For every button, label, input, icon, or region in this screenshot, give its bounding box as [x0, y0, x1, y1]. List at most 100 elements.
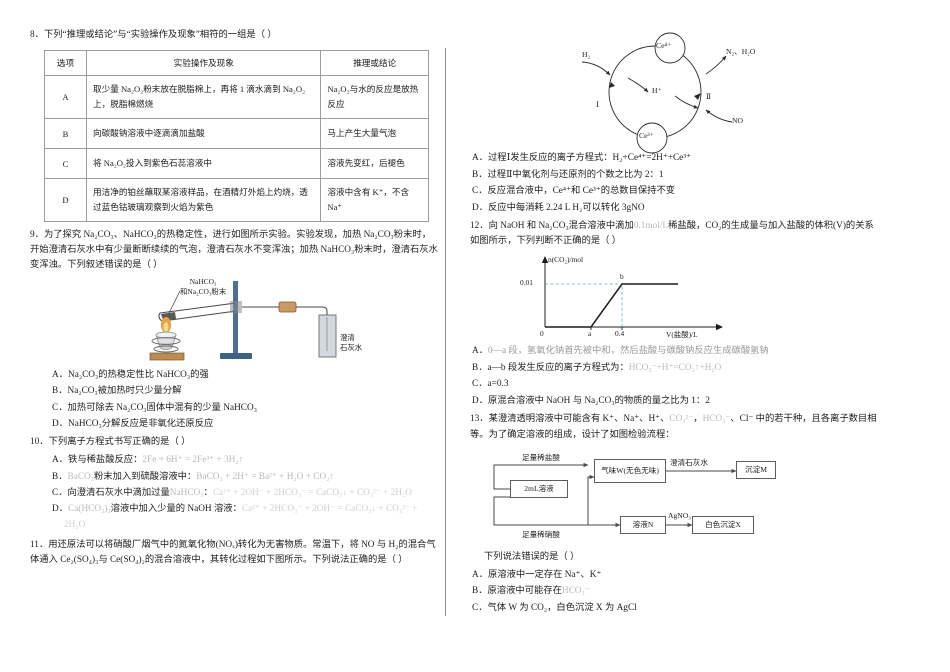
- option-letter: B．: [472, 362, 488, 373]
- apparatus-diagram: [149, 281, 337, 361]
- question-13-flowchart: 2mL溶液 气味W(无色无味) 沉淀M 溶液N 白色沉淀X 足量稀盐酸 足量稀硝…: [470, 447, 880, 547]
- question-12-stem-part1: 向 NaOH 和 Na₂CO₃混合溶液中滴加: [488, 221, 634, 232]
- option-letter: D．: [52, 504, 69, 515]
- chart-y-axis-label: n(CO₂)/mol: [548, 255, 584, 265]
- question-11-cycle-figure: Ce⁴⁺ Ce³⁺ H⁺ H₂ N₂、H₂O NO Ⅰ Ⅱ: [470, 30, 880, 154]
- question-13-stem-sep: ，: [693, 414, 703, 425]
- chart-x-tick-0: 0: [540, 329, 544, 339]
- row-option-letter: A: [43, 75, 88, 120]
- figure-label-limewater: 澄清 石灰水: [340, 333, 363, 352]
- question-8-stem: 下列“推理或结论”与“实验操作及现象”相符的一组是（ ）: [43, 30, 277, 40]
- row-conclusion: 溶液中含有 K⁺，不含 Na⁺: [320, 178, 429, 223]
- option-equation: Ca²⁺ + 2OH⁻ + 2HCO₃⁻ = CaCO₃↓ + CO₃²⁻ + …: [212, 487, 413, 498]
- question-13: 13．某澄清透明溶液中可能含有 K⁺、Na⁺、H⁺、CO₃²⁻，HCO₃⁻、Cl…: [470, 412, 880, 442]
- option-text: 铁与稀盐酸反应：: [68, 455, 143, 466]
- question-13-option-a[interactable]: A．原溶液中一定存在 Na⁺、K⁺: [470, 567, 880, 584]
- right-column: Ce⁴⁺ Ce³⁺ H⁺ H₂ N₂、H₂O NO Ⅰ Ⅱ A．过程Ⅰ发生反应的…: [470, 28, 880, 616]
- row-operation: 将 Na₂O₂投入到紫色石蕊溶液中: [86, 148, 322, 180]
- option-formula: Ca(HCO₃)₂: [68, 504, 111, 515]
- question-12: 12．向 NaOH 和 Na₂CO₃混合溶液中滴加0.1mol/L稀盐酸，CO₂…: [470, 219, 880, 249]
- option-letter: B．: [472, 586, 488, 597]
- table-row: C 将 Na₂O₂投入到紫色石蕊溶液中 溶液先变红，后褪色: [43, 148, 429, 180]
- table-row: D 用洁净的铂丝蘸取某溶液样品，在酒精灯外焰上灼烧，透过蓝色钴玻璃观察到火焰为紫…: [43, 178, 429, 223]
- column-divider: [445, 48, 446, 616]
- table-header-row: 选项 实验操作及现象 推理或结论: [43, 50, 429, 77]
- row-operation: 取少量 Na₂O₂粉末放在脱脂棉上，再将 1 滴水滴到 Na₂O₂上，脱脂棉燃烧: [86, 75, 322, 120]
- left-column: 8．下列“推理或结论”与“实验操作及现象”相符的一组是（ ） 选项 实验操作及现…: [30, 28, 440, 570]
- option-sep: ：: [203, 487, 213, 498]
- question-13-stem-part1: 某澄清透明溶液中可能含有 K⁺、Na⁺、H⁺、: [488, 414, 670, 425]
- question-12-option-b[interactable]: B．a—b 段发生反应的离子方程式为：HCO₃⁻+H⁺=CO₂↑+H₂O: [470, 360, 880, 377]
- question-13-option-b[interactable]: B．原溶液中可能存在HCO₃⁻: [470, 583, 880, 600]
- flow-label-agno3: AgNO₃: [668, 510, 691, 520]
- question-9-apparatus-figure: NaHCO₃ 和Na₂CO₃粉末 澄清 石灰水: [30, 277, 440, 365]
- option-letter: D．: [472, 395, 489, 406]
- chart-x-tick-0.4: 0.4: [615, 329, 625, 339]
- question-13-ion-bicarbonate: HCO₃⁻: [702, 414, 731, 425]
- question-11-stem: 用还原法可以将硝酸厂烟气中的氮氧化物(NOₓ)转化为无害物质。常温下，将 NO …: [30, 539, 436, 565]
- cycle-inlet-no: NO: [732, 116, 743, 125]
- question-12-option-a[interactable]: A．0—a 段，氢氧化钠首先被中和，然后盐酸与碳酸钠反应生成碳酸氢钠: [470, 343, 880, 360]
- question-11: 11．用还原法可以将硝酸厂烟气中的氮氧化物(NOₓ)转化为无害物质。常温下，将 …: [30, 538, 440, 568]
- question-8: 8．下列“推理或结论”与“实验操作及现象”相符的一组是（ ）: [30, 28, 440, 43]
- question-11-option-b[interactable]: B．过程Ⅱ中氧化剂与还原剂的个数之比为 2：1: [472, 169, 664, 180]
- cycle-process-1-label: Ⅰ: [596, 100, 599, 109]
- question-10: 10．下列离子方程式书写正确的是（ ）: [30, 435, 440, 450]
- question-11-option-d[interactable]: D．反应中每消耗 2.24 L H₂可以转化 3gNO: [472, 202, 645, 213]
- cerium-cycle-diagram: [581, 32, 733, 154]
- cycle-node-proton: H⁺: [652, 86, 662, 95]
- flow-box-precipitate-x: 白色沉淀X: [692, 515, 754, 534]
- question-12-number: 12．: [470, 221, 489, 232]
- flow-box-sample: 2mL溶液: [510, 479, 568, 498]
- option-letter: B．: [52, 471, 68, 482]
- question-10-option-b[interactable]: B．BaCO₃粉末加入到硫酸溶液中：BaCO₃ + 2H⁺ = Ba²⁺ + H…: [30, 469, 440, 485]
- option-letter: A．: [472, 346, 489, 357]
- question-11-option-a[interactable]: A．过程Ⅰ发生反应的离子方程式：H₂+Ce⁴⁺=2H⁺+Ce³⁺: [472, 153, 691, 163]
- row-operation: 向碳酸钠溶液中逐滴滴加盐酸: [86, 118, 322, 150]
- question-10-stem: 下列离子方程式书写正确的是（ ）: [48, 437, 191, 448]
- option-text: 向澄清石灰水中滴加过量: [67, 487, 170, 498]
- question-10-option-c[interactable]: C．向澄清石灰水中滴加过量NaHCO₃：Ca²⁺ + 2OH⁻ + 2HCO₃⁻…: [30, 485, 440, 501]
- question-9-option-b[interactable]: B．Na₂CO₃被加热时只少量分解: [52, 386, 182, 397]
- row-conclusion: 马上产生大量气泡: [320, 118, 429, 150]
- flow-label-limewater: 澄清石灰水: [670, 457, 708, 467]
- question-9-option-d[interactable]: D．NaHCO₃分解反应是非氧化还原反应: [52, 418, 214, 429]
- option-text: 气体 W 为 CO₂，白色沉淀 X 为 AgCl: [487, 602, 637, 613]
- option-equation: BaCO₃ + 2H⁺ = Ba²⁺ + H₂O + CO₂↑: [196, 471, 335, 482]
- row-option-letter: C: [43, 148, 88, 180]
- question-13-intro: 下列说法错误的是（ ）: [484, 551, 580, 562]
- question-12-option-c[interactable]: C．a=0.3: [470, 376, 880, 393]
- option-text: a=0.3: [487, 379, 509, 390]
- table-header-conclusion: 推理或结论: [320, 50, 429, 77]
- question-8-number: 8．: [30, 30, 44, 40]
- flow-box-gas-w: 气味W(无色无味): [594, 458, 666, 483]
- question-9-number: 9．: [30, 230, 44, 241]
- option-letter: C．: [472, 379, 488, 390]
- chart-x-tick-a: a: [588, 329, 592, 339]
- option-text: 溶液中加入少量的 NaOH 溶液：: [110, 504, 242, 515]
- question-13-stem-part2: 、Cl⁻ 中的若干种，且各离子数目相等。为了确定溶液的组成，设计了如图检验流程：: [470, 414, 877, 440]
- option-text: 原溶液中一定存在 Na⁺、K⁺: [488, 569, 602, 580]
- question-13-option-c[interactable]: C．气体 W 为 CO₂，白色沉淀 X 为 AgCl: [470, 600, 880, 617]
- question-12-option-d[interactable]: D．原混合溶液中 NaOH 与 Na₂CO₃的物质的量之比为 1：2: [470, 393, 880, 410]
- chart-x-axis-label: V(盐酸)/L: [666, 330, 698, 340]
- cycle-inlet-h2: H₂: [582, 50, 591, 59]
- chart-point-label-b: b: [620, 272, 624, 282]
- figure-label-sample: NaHCO₃ 和Na₂CO₃粉末: [180, 277, 227, 296]
- cycle-node-ce3: Ce³⁺: [639, 131, 654, 140]
- row-option-letter: D: [43, 178, 88, 223]
- option-text: 原溶液中可能存在: [487, 586, 562, 597]
- row-conclusion: 溶液先变红，后褪色: [320, 148, 429, 180]
- option-formula: BaCO₃: [67, 471, 94, 482]
- question-10-option-a[interactable]: A．铁与稀盐酸反应：2Fe + 6H⁺ = 2Fe³⁺ + 3H₂↑: [30, 452, 440, 468]
- question-10-option-d[interactable]: D．Ca(HCO₃)₂溶液中加入少量的 NaOH 溶液：Ca²⁺ + 2HCO₃…: [30, 501, 440, 534]
- question-11-option-c[interactable]: C．反应混合液中，Ce⁴⁺和 Ce³⁺的总数目保持不变: [472, 186, 676, 197]
- question-12-chart: n(CO₂)/mol 0.01 0 a 0.4 V(盐酸)/L b: [470, 253, 880, 341]
- option-letter: C．: [52, 487, 68, 498]
- question-9-option-c[interactable]: C．加热可除去 Na₂CO₃固体中混有的少量 NaHCO₃: [52, 402, 257, 413]
- option-letter: A．: [472, 569, 489, 580]
- question-9-option-a[interactable]: A．Na₂CO₃的热稳定性比 NaHCO₃的强: [52, 370, 209, 381]
- question-12-stem-concentration: 0.1mol/L: [633, 221, 669, 232]
- option-formula: NaHCO₃: [169, 487, 204, 498]
